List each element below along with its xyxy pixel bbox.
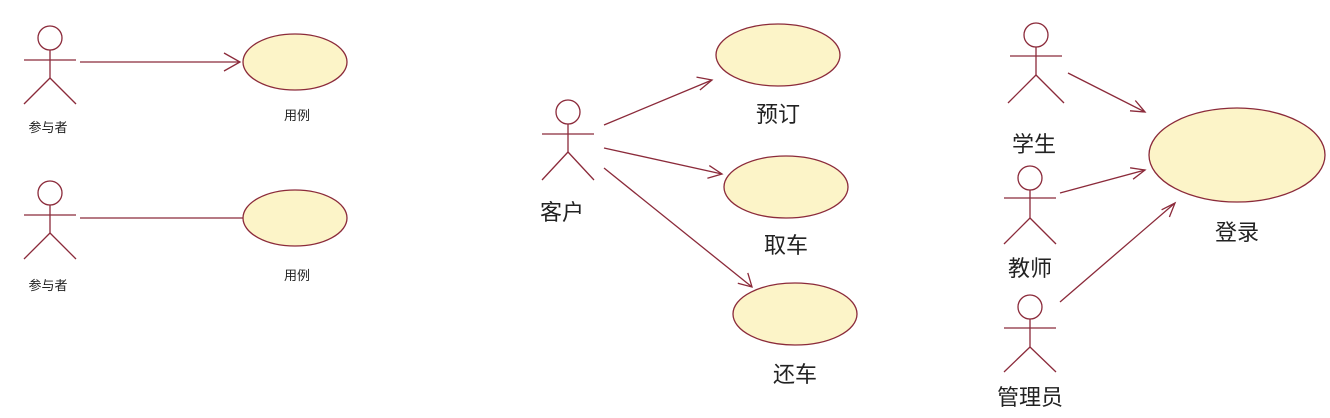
usecase-ellipse-return bbox=[732, 282, 858, 346]
actor-figure-customer bbox=[541, 99, 595, 181]
actor-figure-student bbox=[1007, 22, 1065, 104]
arrowhead-administrator bbox=[1161, 201, 1177, 218]
usecase-ellipse-pickup bbox=[723, 155, 849, 219]
actor-label-participant-2: 参与者 bbox=[28, 278, 67, 294]
usecase-label-return: 还车 bbox=[773, 363, 817, 388]
association-arrow-reserve bbox=[603, 79, 713, 126]
arrowhead-teacher bbox=[1130, 167, 1147, 180]
actor-figure-teacher bbox=[1003, 165, 1057, 245]
arrowhead-1 bbox=[223, 52, 242, 72]
actor-label-teacher: 教师 bbox=[1008, 257, 1052, 282]
actor-label-customer: 客户 bbox=[540, 201, 584, 226]
actor-label-participant-1: 参与者 bbox=[28, 120, 67, 136]
usecase-ellipse-reserve bbox=[715, 23, 841, 87]
usecase-ellipse-2 bbox=[242, 189, 348, 247]
arrowhead-reserve bbox=[696, 76, 714, 91]
association-arrow-teacher bbox=[1059, 169, 1146, 194]
usecase-label-2: 用例 bbox=[284, 269, 310, 284]
association-arrow-return bbox=[603, 167, 753, 288]
panel-car-rental: 客户 预订 取车 还车 bbox=[540, 23, 858, 388]
usecase-ellipse-login bbox=[1148, 107, 1326, 203]
usecase-label-1: 用例 bbox=[284, 109, 310, 124]
panel-login: 学生 教师 管理员 登录 bbox=[997, 22, 1326, 411]
usecase-label-login: 登录 bbox=[1215, 221, 1259, 246]
actor-label-student: 学生 bbox=[1012, 133, 1056, 158]
usecase-label-pickup: 取车 bbox=[764, 234, 808, 259]
actor-label-administrator: 管理员 bbox=[997, 386, 1063, 411]
usecase-label-reserve: 预订 bbox=[756, 103, 800, 128]
association-arrow-pickup bbox=[603, 147, 723, 175]
arrowhead-pickup bbox=[707, 165, 724, 179]
association-arrow-student bbox=[1067, 72, 1146, 113]
association-arrow-administrator bbox=[1059, 202, 1176, 303]
actor-figure-administrator bbox=[1003, 294, 1057, 373]
actor-figure-participant-2 bbox=[23, 180, 77, 260]
actor-figure-participant-1 bbox=[23, 25, 77, 105]
arrowhead-student bbox=[1129, 100, 1147, 113]
usecase-ellipse-1 bbox=[242, 33, 348, 91]
panel-generic-examples: 参与者 用例 参与者 用例 bbox=[23, 25, 348, 294]
arrowhead-return bbox=[737, 272, 753, 288]
